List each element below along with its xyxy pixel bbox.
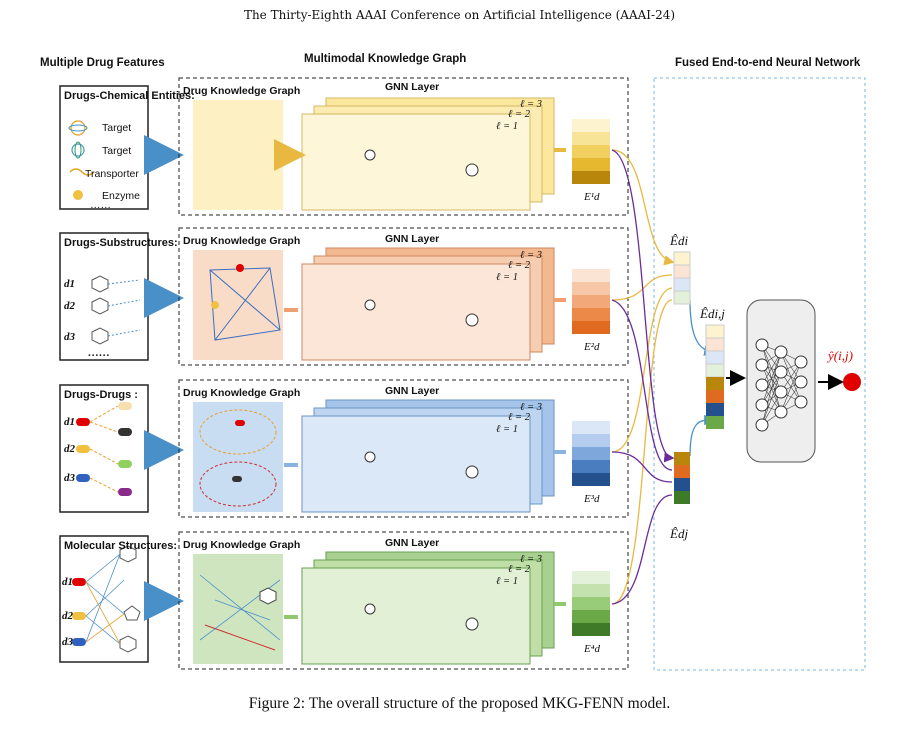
output-node xyxy=(843,373,861,391)
feature-2-d2: d2 xyxy=(64,300,76,312)
feature-3-d2: d2 xyxy=(64,443,76,455)
mkg-panels xyxy=(178,77,629,670)
embedding-matrix-1 xyxy=(572,119,610,184)
gnn-operators xyxy=(364,149,479,631)
section-title-fenn: Fused End-to-end Neural Network xyxy=(675,57,861,69)
section-title-mkg: Multimodal Knowledge Graph xyxy=(304,53,467,65)
feature-2-d3: d3 xyxy=(64,331,76,343)
feature-1-item-transporter: Transporter xyxy=(85,168,139,180)
gnn-stack-4 xyxy=(301,551,555,665)
layer-label-2-row2: ℓ = 2 xyxy=(508,260,531,271)
layer-label-3-row1: ℓ = 3 xyxy=(520,99,542,110)
output-label: ŷ(i,j) xyxy=(826,348,853,363)
gnn-label-3: GNN Layer xyxy=(385,385,439,397)
feature-3-d3: d3 xyxy=(64,472,76,484)
molecular-structure-icons xyxy=(72,545,141,653)
layer-label-3-row3: ℓ = 3 xyxy=(520,402,542,413)
kg-label-2: Drug Knowledge Graph xyxy=(183,235,300,247)
fused-label-di: Êdi xyxy=(669,233,688,248)
layer-label-1-row1: ℓ = 1 xyxy=(496,121,518,132)
fusion-flow-curves xyxy=(611,149,715,605)
kg-label-4: Drug Knowledge Graph xyxy=(183,539,300,551)
chem-entity-icons xyxy=(68,120,95,200)
fused-label-dj: Êdj xyxy=(669,526,688,541)
feature-3-d1: d1 xyxy=(64,416,75,428)
layer-label-1-row2: ℓ = 1 xyxy=(496,272,518,283)
layer-label-3-row4: ℓ = 3 xyxy=(520,554,542,565)
figure-caption: Figure 2: The overall structure of the p… xyxy=(248,695,671,712)
fused-vector-di xyxy=(673,251,691,305)
feature-4-d2: d2 xyxy=(62,610,74,622)
kg-tiles xyxy=(193,100,283,664)
gnn-label-4: GNN Layer xyxy=(385,537,439,549)
gnn-label-2: GNN Layer xyxy=(385,233,439,245)
embedding-label-4: E⁴d xyxy=(583,643,601,655)
conference-header: The Thirty-Eighth AAAI Conference on Art… xyxy=(243,8,676,22)
embedding-matrix-2 xyxy=(572,269,610,334)
fusion-panel xyxy=(653,77,866,671)
layer-label-2-row1: ℓ = 2 xyxy=(508,109,531,120)
layer-label-2-row4: ℓ = 2 xyxy=(508,564,531,575)
embedding-matrix-4 xyxy=(572,571,610,636)
drug-drug-pill-icons xyxy=(76,402,132,496)
kg-graph-4 xyxy=(199,574,281,651)
feature-title-1: Drugs-Chemical Entities: xyxy=(64,90,195,102)
fused-vector-dj xyxy=(674,452,690,504)
fused-label-dij: Êdi,j xyxy=(699,306,725,321)
gnn-stack-2 xyxy=(301,247,555,361)
substructure-icons xyxy=(91,275,141,345)
feature-1-item-target: Target xyxy=(102,122,131,134)
feature-title-4: Molecular Structures: xyxy=(64,540,177,552)
kg-label-1: Drug Knowledge Graph xyxy=(183,85,300,97)
feature-2-ellipsis: …… xyxy=(88,347,110,359)
feature-2-d1: d1 xyxy=(64,278,75,290)
section-title-features: Multiple Drug Features xyxy=(40,57,165,69)
feature-box-2 xyxy=(59,232,149,361)
feature-4-d1: d1 xyxy=(62,576,73,588)
layer-label-1-row3: ℓ = 1 xyxy=(496,424,518,435)
gnn-label-1: GNN Layer xyxy=(385,81,439,93)
feature-title-2: Drugs-Substructures: xyxy=(64,237,178,249)
feature-title-3: Drugs-Drugs : xyxy=(64,389,138,401)
layer-label-3-row2: ℓ = 3 xyxy=(520,250,542,261)
feature-4-d3: d3 xyxy=(62,636,74,648)
feature-box-3 xyxy=(59,384,149,513)
gnn-stack-3 xyxy=(301,399,555,513)
gnn-stack-1 xyxy=(301,97,555,211)
feature-to-kg-arrows xyxy=(144,135,184,621)
kg-graph-3 xyxy=(199,409,277,507)
kg-to-gnn-arrows xyxy=(274,139,566,619)
feature-1-item-target-2: Target xyxy=(102,145,131,157)
kg-graph-2 xyxy=(209,264,281,341)
kg-label-3: Drug Knowledge Graph xyxy=(183,387,300,399)
embedding-label-3: E³d xyxy=(583,493,600,505)
feature-1-item-enzyme: Enzyme xyxy=(102,190,140,202)
embedding-label-1: E¹d xyxy=(583,191,600,203)
layer-label-1-row4: ℓ = 1 xyxy=(496,576,518,587)
embedding-matrix-3 xyxy=(572,421,610,486)
layer-label-2-row3: ℓ = 2 xyxy=(508,412,531,423)
neural-network xyxy=(746,299,816,463)
fused-vector-dij xyxy=(705,324,725,429)
embedding-label-2: E²d xyxy=(583,341,600,353)
feature-1-ellipsis: …… xyxy=(90,199,111,211)
